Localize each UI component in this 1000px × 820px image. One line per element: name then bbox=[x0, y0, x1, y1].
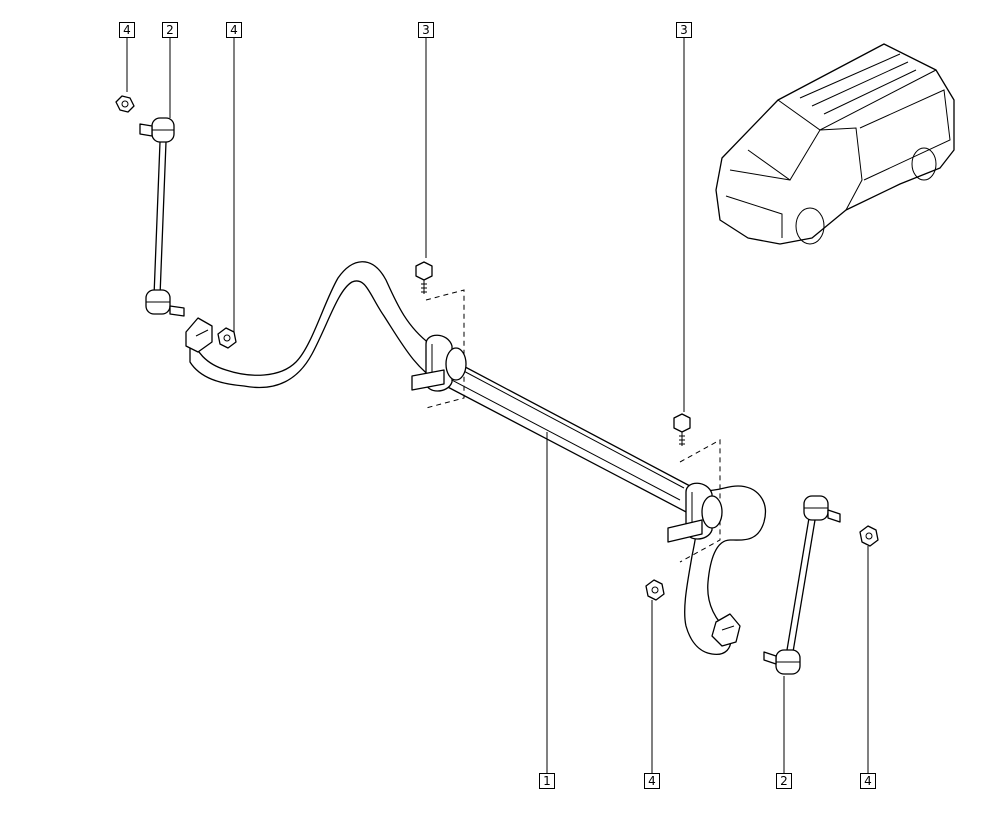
link-rod-icon bbox=[763, 495, 841, 675]
bushing-clamp-icon bbox=[411, 289, 467, 409]
nut-icon bbox=[859, 525, 879, 547]
bolt-icon bbox=[415, 261, 433, 294]
stabilizer-bar-icon bbox=[185, 261, 766, 656]
callout-label: 3 bbox=[418, 22, 434, 38]
callout-label: 4 bbox=[119, 22, 135, 38]
callout-label: 4 bbox=[644, 773, 660, 789]
callout-label: 4 bbox=[226, 22, 242, 38]
nut-icon bbox=[115, 95, 135, 113]
callout-label: 3 bbox=[676, 22, 692, 38]
link-rod-icon bbox=[139, 117, 185, 317]
bushing-clamp-icon bbox=[667, 439, 723, 563]
callout-label: 1 bbox=[539, 773, 555, 789]
van-icon bbox=[715, 43, 955, 245]
callout-label: 4 bbox=[860, 773, 876, 789]
leader-lines bbox=[126, 38, 869, 773]
bolt-icon bbox=[673, 413, 691, 446]
nut-icon bbox=[217, 327, 237, 349]
callout-label: 2 bbox=[162, 22, 178, 38]
nut-icon bbox=[645, 579, 665, 601]
callout-label: 2 bbox=[776, 773, 792, 789]
